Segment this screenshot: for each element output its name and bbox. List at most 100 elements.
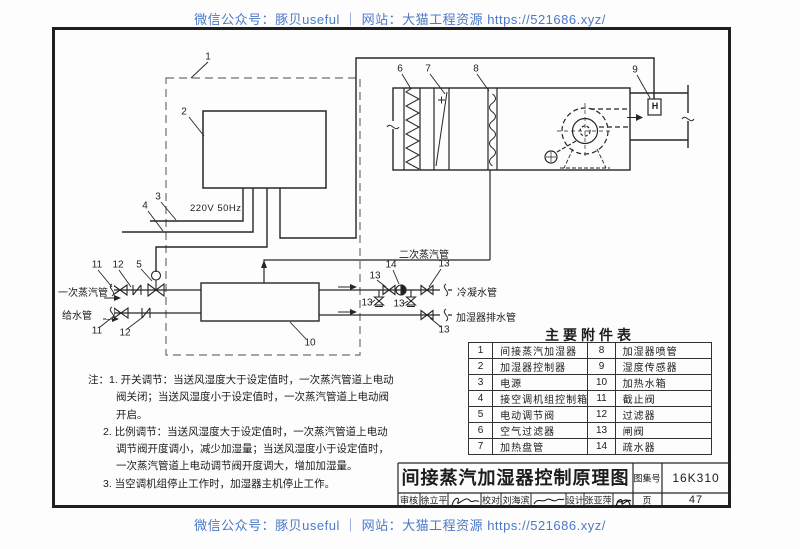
pipes <box>112 170 491 316</box>
gate-valve-icon <box>382 284 396 296</box>
gate-valve-icon <box>420 309 434 321</box>
note-line: 开启。 <box>116 408 148 421</box>
part-number: 10 <box>587 374 616 391</box>
drain-valve-icon <box>373 290 385 308</box>
part-name: 加热盘管 <box>492 438 589 455</box>
watermark-bottom: 微信公众号：豚贝useful ｜ 网站：大猫工程资源 https://52168… <box>194 518 606 533</box>
drawing-frame <box>52 27 731 508</box>
note-line: 调节阀开度调小，减少加湿量；当送风湿度小于设定值时， <box>116 443 389 456</box>
atlas-no-value: 16K310 <box>672 471 720 485</box>
power-label: 220V 50Hz <box>190 203 242 214</box>
primary-steam-label: 一次蒸汽管 <box>58 288 108 299</box>
strainer-icon <box>132 284 142 296</box>
humidifier-drain-label: 加湿器排水管 <box>456 313 516 324</box>
controller-box <box>202 110 327 189</box>
callout-12: 12 <box>112 259 124 271</box>
signature-scribble <box>615 499 632 507</box>
heating-coil-icon <box>433 88 450 170</box>
signature-scribble <box>451 497 480 506</box>
drawing-title: 间接蒸汽加湿器控制原理图 <box>401 468 630 488</box>
break-symbols <box>106 113 695 322</box>
part-number: 13 <box>587 422 616 439</box>
control-wiring <box>122 57 655 272</box>
callout-5: 5 <box>136 259 142 271</box>
part-name: 截止阀 <box>614 390 713 407</box>
note-line: 阀关闭；当送风湿度小于设定值时，一次蒸汽管道上电动阀 <box>116 391 389 404</box>
review-label: 审核 <box>399 495 419 506</box>
signature-scribble <box>533 498 565 505</box>
part-name: 空气过滤器 <box>492 422 589 439</box>
parts-table-title: 主要附件表 <box>545 327 635 343</box>
callout-11: 11 <box>91 259 103 271</box>
valve-icons <box>112 270 434 321</box>
title-block-grid <box>397 462 731 508</box>
part-number: 12 <box>587 406 616 423</box>
callout-6: 6 <box>397 63 403 75</box>
part-name: 加湿器控制器 <box>492 358 589 375</box>
part-number: 2 <box>467 358 494 375</box>
drain-valve-icon <box>405 290 417 308</box>
secondary-steam-label: 二次蒸汽管 <box>399 250 449 261</box>
part-number: 11 <box>587 390 616 407</box>
callout-3: 3 <box>155 191 161 203</box>
part-number: 1 <box>467 342 494 359</box>
part-number: 8 <box>587 342 616 359</box>
callout-1: 1 <box>205 51 211 63</box>
callout-12: 12 <box>119 327 131 339</box>
part-number: 9 <box>587 358 616 375</box>
note-line: 一次蒸汽管道上电动调节阀开度调大，增加加湿量。 <box>116 460 358 473</box>
reviewer-name: 徐立平 <box>420 495 448 506</box>
part-number: 7 <box>467 438 494 455</box>
leader-lines <box>97 61 651 340</box>
part-name: 湿度传感器 <box>614 358 713 375</box>
air-filter-icon <box>403 87 421 170</box>
callout-13: 13 <box>361 297 373 309</box>
page-label: 页 <box>642 495 652 506</box>
callout-7: 7 <box>425 63 431 75</box>
heating-tank <box>200 282 320 322</box>
part-name: 电动调节阀 <box>492 406 589 423</box>
callout-11: 11 <box>91 325 103 337</box>
callout-13: 13 <box>438 324 450 336</box>
part-name: 过滤器 <box>614 406 713 423</box>
part-number: 5 <box>467 406 494 423</box>
callout-2: 2 <box>181 106 187 118</box>
note-line: 2. 比例调节：当送风湿度大于设定值时，一次蒸汽管道上电动 <box>103 425 388 438</box>
note-line: 注：1. 开关调节：当送风湿度大于设定值时，一次蒸汽管道上电动 <box>88 374 394 386</box>
callout-14: 14 <box>385 259 397 271</box>
callout-13: 13 <box>369 270 381 282</box>
part-name: 闸阀 <box>614 422 713 439</box>
humidity-sensor-box <box>647 98 662 116</box>
part-name: 加湿器喷管 <box>614 342 713 359</box>
signature-scribbles <box>451 497 632 507</box>
callout-13: 13 <box>438 258 450 270</box>
gate-valve-icon <box>420 284 434 296</box>
fan-icon <box>544 103 630 169</box>
flow-arrows <box>103 114 643 322</box>
part-name: 接空调机组控制箱 <box>492 390 589 407</box>
callout-10: 10 <box>304 337 316 349</box>
condensate-label: 冷凝水管 <box>457 288 497 299</box>
part-number: 3 <box>467 374 494 391</box>
check-label: 校对 <box>481 495 501 506</box>
note-line: 3. 当空调机组停止工作时，加湿器主机停止工作。 <box>103 477 336 490</box>
part-name: 间接蒸汽加湿器 <box>492 342 589 359</box>
electric-valve-icon <box>147 270 165 298</box>
dashed-boundary-box <box>165 77 361 356</box>
page-number: 47 <box>688 494 704 506</box>
callout-13: 13 <box>393 298 405 310</box>
part-number: 6 <box>467 422 494 439</box>
humidity-sensor-label: H <box>651 101 659 111</box>
water-supply-label: 给水管 <box>62 311 92 322</box>
spray-pipe-icon <box>487 88 498 170</box>
part-name: 加热水箱 <box>614 374 713 391</box>
notes-block: 注：1. 开关调节：当送风湿度大于设定值时，一次蒸汽管道上电动阀关闭；当送风湿度… <box>88 372 396 493</box>
